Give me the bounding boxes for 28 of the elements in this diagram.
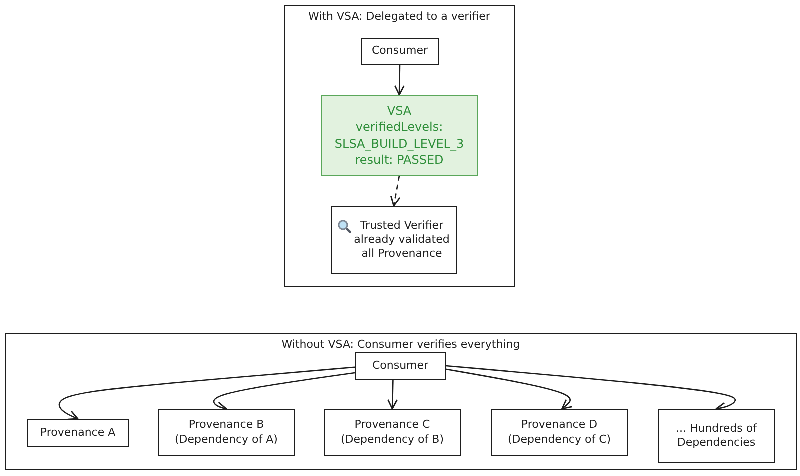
box-label: VSA [387, 103, 412, 120]
process-box [491, 409, 628, 456]
process-box [158, 409, 295, 456]
box-label: Provenance D (Dependency of C) [506, 418, 612, 447]
arrow [58, 366, 356, 420]
process-box [324, 409, 461, 456]
box-label: result: PASSED [355, 152, 444, 168]
frame-title: Without VSA: Consumer verifies everything [282, 338, 520, 351]
arrow [446, 368, 573, 410]
box-label: Consumer [372, 44, 428, 59]
box-label: ... Hundreds of Dependencies [674, 422, 758, 450]
box-label: Provenance B (Dependency of A) [174, 418, 279, 447]
box-label: Trusted Verifier already validated all Provenance [354, 218, 450, 262]
highlighted-box [321, 95, 478, 176]
arrow [388, 380, 398, 410]
process-box [658, 409, 775, 463]
arrow [390, 176, 401, 207]
process-box [361, 38, 439, 65]
arrow [394, 64, 405, 96]
process-box [331, 206, 457, 274]
box-label: Consumer [372, 358, 429, 374]
group-frame [284, 5, 515, 287]
process-box [27, 419, 129, 447]
frame-title: With VSA: Delegated to a verifier [308, 10, 490, 23]
box-label: Provenance A [40, 426, 116, 440]
group-frame [5, 333, 797, 470]
box-label: Provenance C (Dependency of B) [340, 418, 445, 447]
process-box [355, 352, 446, 380]
